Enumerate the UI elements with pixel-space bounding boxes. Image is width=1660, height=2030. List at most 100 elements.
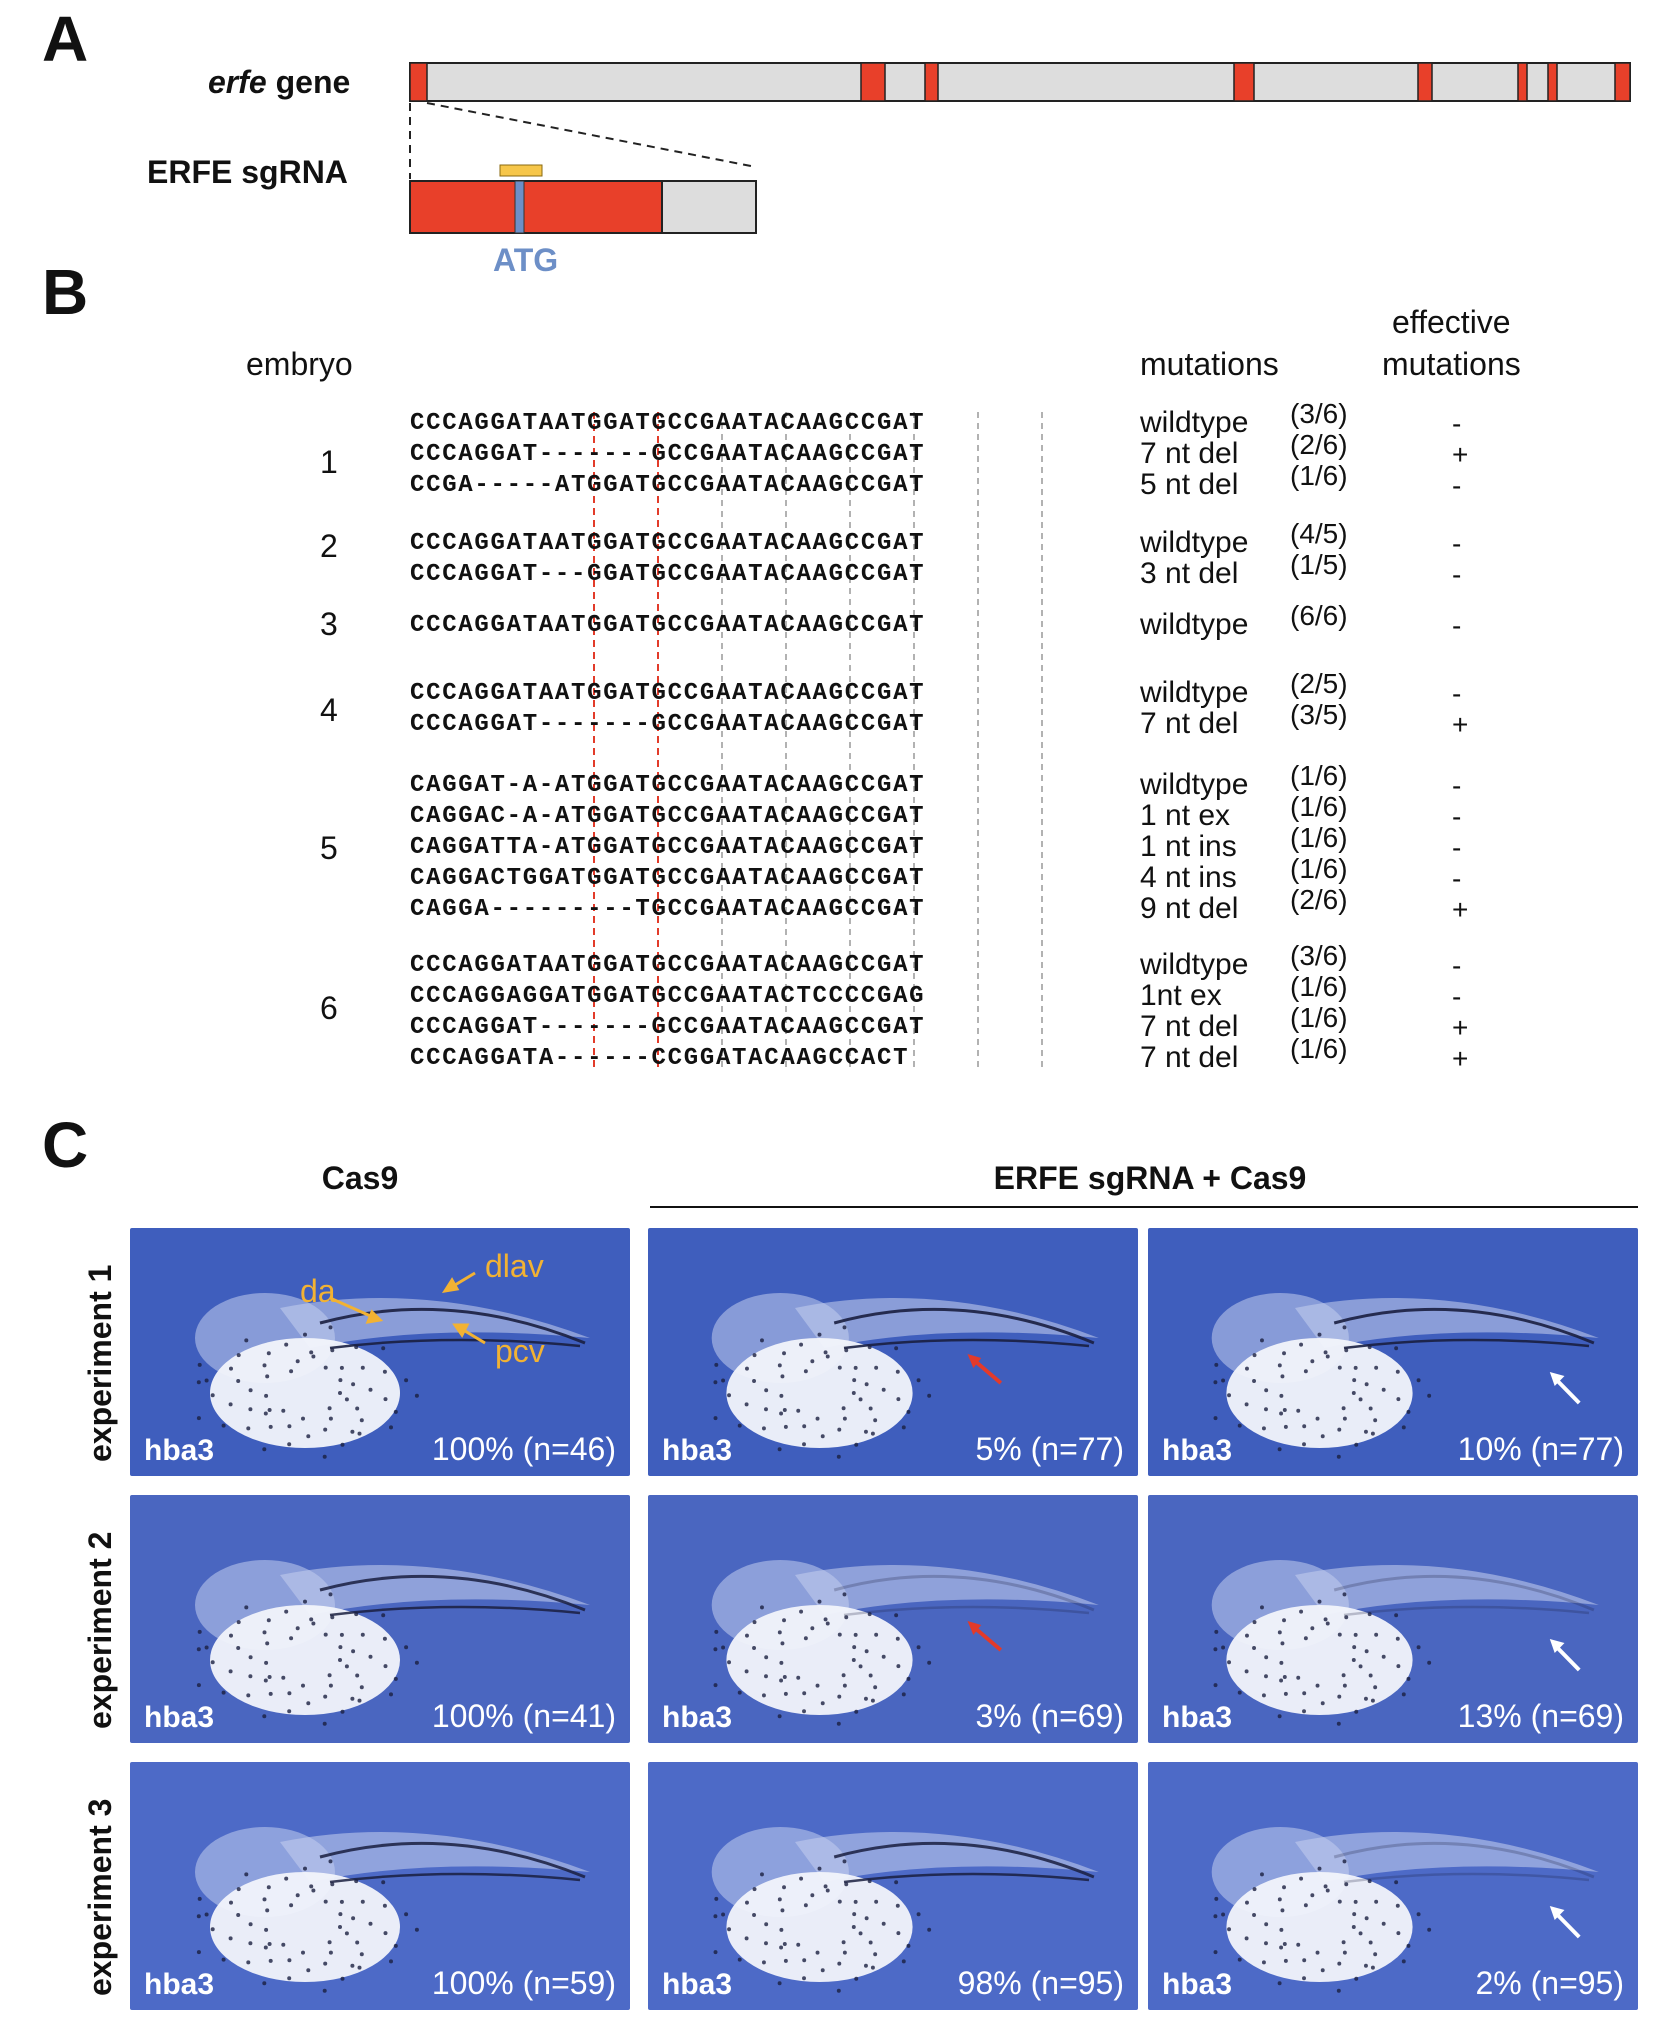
white-arrow <box>1549 1639 1581 1672</box>
annotation-da: da <box>300 1273 336 1309</box>
sequence-row: CCCAGGATAATGGATGCCGAATACAAGCCGAT <box>410 530 926 557</box>
col-erfe-header: ERFE sgRNA + Cas9 <box>993 1160 1307 1196</box>
mutation-type: wildtype <box>1140 406 1249 439</box>
erfe-gene-rest: gene <box>266 64 351 100</box>
red-arrow <box>967 1354 1003 1385</box>
erfe-gene-italic: erfe <box>208 64 267 100</box>
effective-mutation-mark: - <box>1452 863 1462 894</box>
mutation-type: wildtype <box>1140 526 1249 559</box>
phenotype-percentage: 100% (n=59) <box>431 1965 616 2001</box>
mutation-fraction: (1/6) <box>1290 971 1348 1002</box>
probe-label: hba3 <box>144 1701 215 1734</box>
exon-5 <box>1417 62 1433 102</box>
effective-mutation-mark: - <box>1452 610 1462 641</box>
ventral-vessel <box>329 1605 581 1617</box>
sgrna-bar <box>499 164 543 177</box>
ventral-vessel <box>843 1338 1090 1350</box>
exon-7 <box>1547 62 1558 102</box>
probe-label: hba3 <box>662 1968 733 2001</box>
sequence-row: CAGGA---------TGCCGAATACAAGCCGAT <box>410 896 926 923</box>
effective-mutation-mark: + <box>1452 709 1469 740</box>
mutation-type: 1 nt ex <box>1140 799 1231 832</box>
phenotype-percentage: 100% (n=46) <box>431 1431 616 1467</box>
mutation-fraction: (3/6) <box>1290 398 1348 429</box>
mutation-type: 4 nt ins <box>1140 861 1237 894</box>
dorsal-vessel <box>1333 1574 1595 1612</box>
mutation-fraction: (2/6) <box>1290 429 1348 460</box>
ventral-vessel <box>329 1872 581 1884</box>
embryo-yolk <box>1226 1872 1413 1982</box>
exon-8 <box>1614 62 1631 102</box>
embryo-tail <box>280 1832 590 1882</box>
mutation-type: 1nt ex <box>1140 979 1222 1012</box>
col-erfe-underline <box>650 1206 1638 1208</box>
embryo-id: 3 <box>320 606 338 642</box>
mutation-fraction: (1/6) <box>1290 760 1348 791</box>
effective-mutation-mark: - <box>1452 832 1462 863</box>
exon-2 <box>860 62 886 102</box>
phenotype-percentage: 13% (n=69) <box>1457 1698 1624 1734</box>
sequence-row: CCCAGGATAATGGATGCCGAATACAAGCCGAT <box>410 680 926 707</box>
mutation-fraction: (2/6) <box>1290 884 1348 915</box>
sequence-row: CCCAGGAT-------GCCGAATACAAGCCGAT <box>410 441 926 468</box>
embryo-id: 6 <box>320 990 338 1026</box>
embryo-yolk <box>1226 1338 1413 1448</box>
embryo-id: 1 <box>320 444 338 480</box>
sequence-row: CCCAGGAT-------GCCGAATACAAGCCGAT <box>410 711 926 738</box>
experiment-row-label: experiment 2 <box>82 1531 118 1729</box>
embryo-tail <box>795 1565 1099 1615</box>
ventral-vessel <box>329 1338 581 1350</box>
mutation-fraction: (1/6) <box>1290 460 1348 491</box>
col-embryo-header: embryo <box>246 346 353 382</box>
embryo-id: 5 <box>320 830 338 866</box>
mutation-fraction: (3/6) <box>1290 940 1348 971</box>
effective-mutation-mark: + <box>1452 1012 1469 1043</box>
mutation-fraction: (1/6) <box>1290 1033 1348 1064</box>
experiment-row-label: experiment 1 <box>82 1264 118 1462</box>
sequence-row: CCCAGGAT---GGATGCCGAATACAAGCCGAT <box>410 561 926 588</box>
experiment-row-label: experiment 3 <box>82 1798 118 1996</box>
dorsal-vessel <box>1333 1307 1595 1345</box>
dorsal-vessel <box>319 1307 586 1345</box>
mutation-type: wildtype <box>1140 768 1249 801</box>
col-effective-header-1: effective <box>1392 304 1511 340</box>
ventral-vessel <box>843 1872 1090 1884</box>
mutation-fraction: (1/6) <box>1290 853 1348 884</box>
ventral-vessel <box>843 1605 1090 1617</box>
exon-6 <box>1517 62 1528 102</box>
effective-mutation-mark: - <box>1452 559 1462 590</box>
effective-mutation-mark: - <box>1452 408 1462 439</box>
phenotype-percentage: 3% (n=69) <box>975 1698 1124 1734</box>
effective-mutation-mark: - <box>1452 801 1462 832</box>
embryo-yolk <box>726 1872 913 1982</box>
dorsal-vessel <box>319 1574 586 1612</box>
panel-a-letter: A <box>42 3 89 75</box>
sequence-row: CAGGAC-A-ATGGATGCCGAATACAAGCCGAT <box>410 803 926 830</box>
col-mutations-header: mutations <box>1140 346 1279 382</box>
erfe-sgrna-label: ERFE sgRNA <box>147 154 348 190</box>
probe-label: hba3 <box>1162 1434 1233 1467</box>
col-cas9-header: Cas9 <box>321 1160 399 1196</box>
sequence-row: CCCAGGATAATGGATGCCGAATACAAGCCGAT <box>410 952 926 979</box>
mutation-type: 7 nt del <box>1140 1041 1239 1074</box>
embryo-yolk <box>210 1605 400 1715</box>
mutation-fraction: (3/5) <box>1290 699 1348 730</box>
mutation-type: wildtype <box>1140 948 1249 981</box>
panel-c-letter: C <box>42 1109 89 1181</box>
sequence-row: CCCAGGAT-------GCCGAATACAAGCCGAT <box>410 1014 926 1041</box>
mutation-type: 9 nt del <box>1140 892 1239 925</box>
embryo-tail <box>280 1565 590 1615</box>
col-effective-header-2: mutations <box>1382 346 1521 382</box>
dorsal-vessel <box>833 1307 1095 1345</box>
embryo-tail <box>1295 1298 1599 1348</box>
sequence-row: CCCAGGATAATGGATGCCGAATACAAGCCGAT <box>410 612 926 639</box>
gene-exons <box>409 62 1631 102</box>
effective-mutation-mark: + <box>1452 894 1469 925</box>
dorsal-vessel <box>1333 1841 1595 1879</box>
probe-label: hba3 <box>662 1701 733 1734</box>
